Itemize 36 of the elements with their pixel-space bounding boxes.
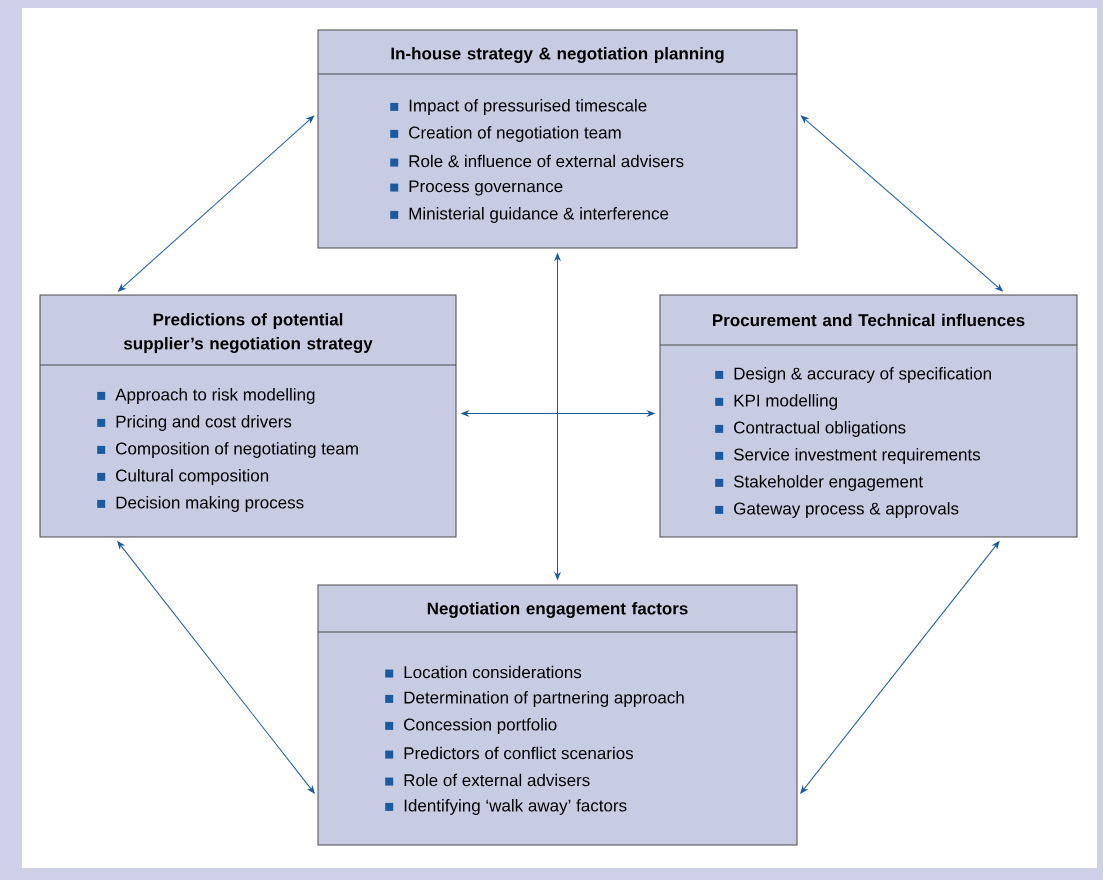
list-item: Predictors of conflict scenarios [385,746,634,760]
list-item: Process governance [390,180,563,196]
list-item: Concession portfolio [385,718,557,734]
list-item: Location considerations [385,665,582,679]
list-item: Decision making process [97,496,304,512]
double-arrow [800,541,1000,794]
list-item: Creation of negotiation team [390,126,621,142]
double-arrow [554,253,561,580]
list-item: Contractual obligations [715,421,906,437]
list-item: Identifying ‘walk away’ factors [385,799,627,815]
list-item: Service investment requirements [715,448,981,464]
factor-box [317,584,798,846]
box-heading: Negotiation engagement factors [427,602,688,618]
box-heading: In-house strategy & negotiation planning [391,47,724,63]
list-item: Composition of negotiating team [97,442,358,458]
list-item: Role & influence of external advisers [390,154,684,168]
double-arrow [801,115,1003,292]
box-heading: Procurement and Technical influences [713,313,1025,327]
list-item: Approach to risk modelling [97,388,315,404]
double-arrow [461,410,655,417]
list-item: Stakeholder engagement [715,475,923,491]
list-item: Impact of pressurised timescale [390,99,647,115]
list-item: Pricing and cost drivers [97,415,292,431]
box-heading: Predictions of potential supplier’s negotiation strategy [123,313,373,353]
list-item: Ministerial guidance & interference [390,207,669,223]
double-arrow [118,115,314,292]
factor-box [39,294,457,538]
list-item: Cultural composition [97,469,269,485]
factor-box [659,294,1078,538]
list-item: Determination of partnering approach [385,691,684,707]
list-item: Gateway process & approvals [715,502,959,518]
list-item: KPI modelling [715,394,837,410]
factor-box [317,29,798,249]
double-arrow [117,541,315,794]
list-item: Role of external advisers [385,773,590,787]
list-item: Design & accuracy of specification [715,367,991,383]
